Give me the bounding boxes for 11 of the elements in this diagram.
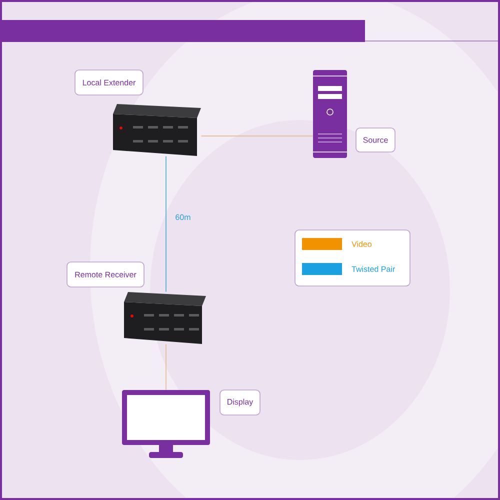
legend-label: Twisted Pair xyxy=(352,266,395,272)
edge-label: 60m xyxy=(176,214,190,220)
label-box: Display xyxy=(220,390,260,416)
computer-tower-drawing xyxy=(312,70,348,158)
label-box: Source xyxy=(356,128,396,152)
extender-drawing xyxy=(113,104,201,156)
label-box: Remote Receiver xyxy=(66,262,144,288)
label-box: Local Extender xyxy=(74,70,144,96)
extender-drawing xyxy=(124,292,206,344)
monitor-drawing xyxy=(122,390,210,458)
legend-label: Video xyxy=(352,241,372,247)
